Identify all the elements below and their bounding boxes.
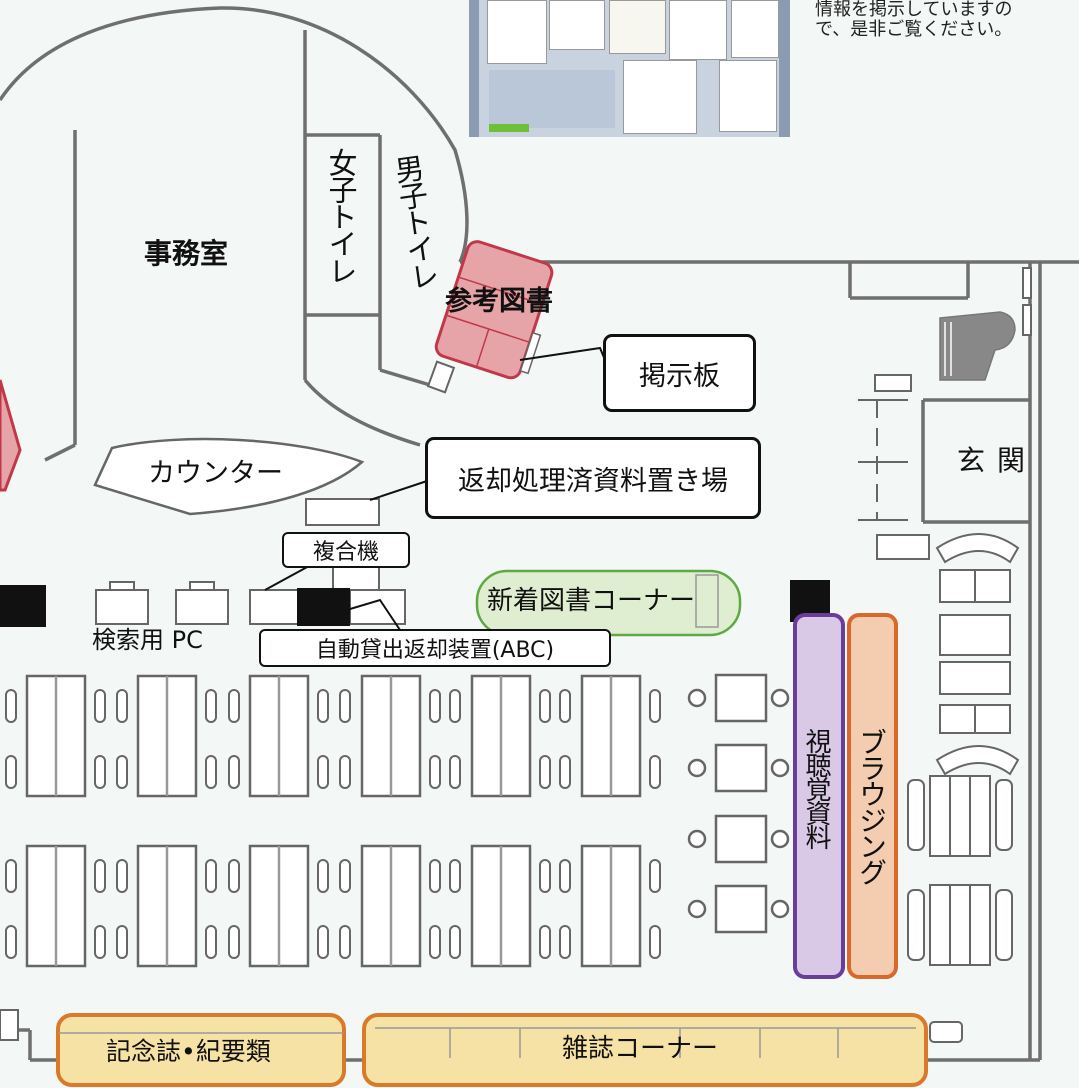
search-pc-label: 検索用 PC: [92, 626, 203, 654]
womens-restroom-label: 女子トイレ: [324, 148, 358, 283]
bulletin-board-callout: 掲示板: [603, 334, 756, 412]
new-books-corner-label: 新着図書コーナー: [487, 586, 696, 616]
returned-items-callout: 返却処理済資料置き場: [425, 437, 761, 519]
av-booths: [687, 673, 790, 934]
magazine-shelf: [362, 1013, 928, 1087]
notice-line: 情報を掲示していますので、是非ご覧ください。: [815, 0, 1013, 40]
reference-shelf: [434, 240, 554, 380]
counter-label: カウンター: [148, 458, 283, 489]
notice-text: 情報を掲示していますので、是非ご覧ください。: [815, 0, 1045, 40]
browsing-shelf: [847, 613, 898, 979]
magazine-corner-label: 雑誌コーナー: [562, 1034, 719, 1064]
audiovisual-label: 視聴覚資料: [801, 728, 831, 848]
entrance-label: 玄関: [957, 444, 1038, 477]
audiovisual-shelf: [793, 613, 845, 979]
pc-stations: [95, 566, 406, 625]
returned-items-table: [305, 498, 380, 526]
counter-shape: [93, 437, 365, 516]
bulletin-board-photo: [469, 0, 790, 137]
memorial-bulletins-label: 記念誌•紀要類: [106, 1037, 271, 1066]
office-label: 事務室: [144, 237, 229, 270]
right-furniture: [0, 267, 1032, 1043]
pillar: [297, 588, 350, 626]
left-shelf-fragment: [0, 379, 22, 492]
chairs: [5, 689, 661, 959]
multifunction-printer-callout: 複合機: [282, 532, 410, 568]
piano-icon: [939, 311, 1016, 381]
reading-tables: [25, 674, 642, 968]
browsing-label: ブラウジング: [855, 728, 888, 884]
pillar: [0, 585, 46, 627]
reference-books-label: 参考図書: [445, 286, 553, 317]
abc-machine-callout: 自動貸出返却装置(ABC): [259, 629, 611, 667]
